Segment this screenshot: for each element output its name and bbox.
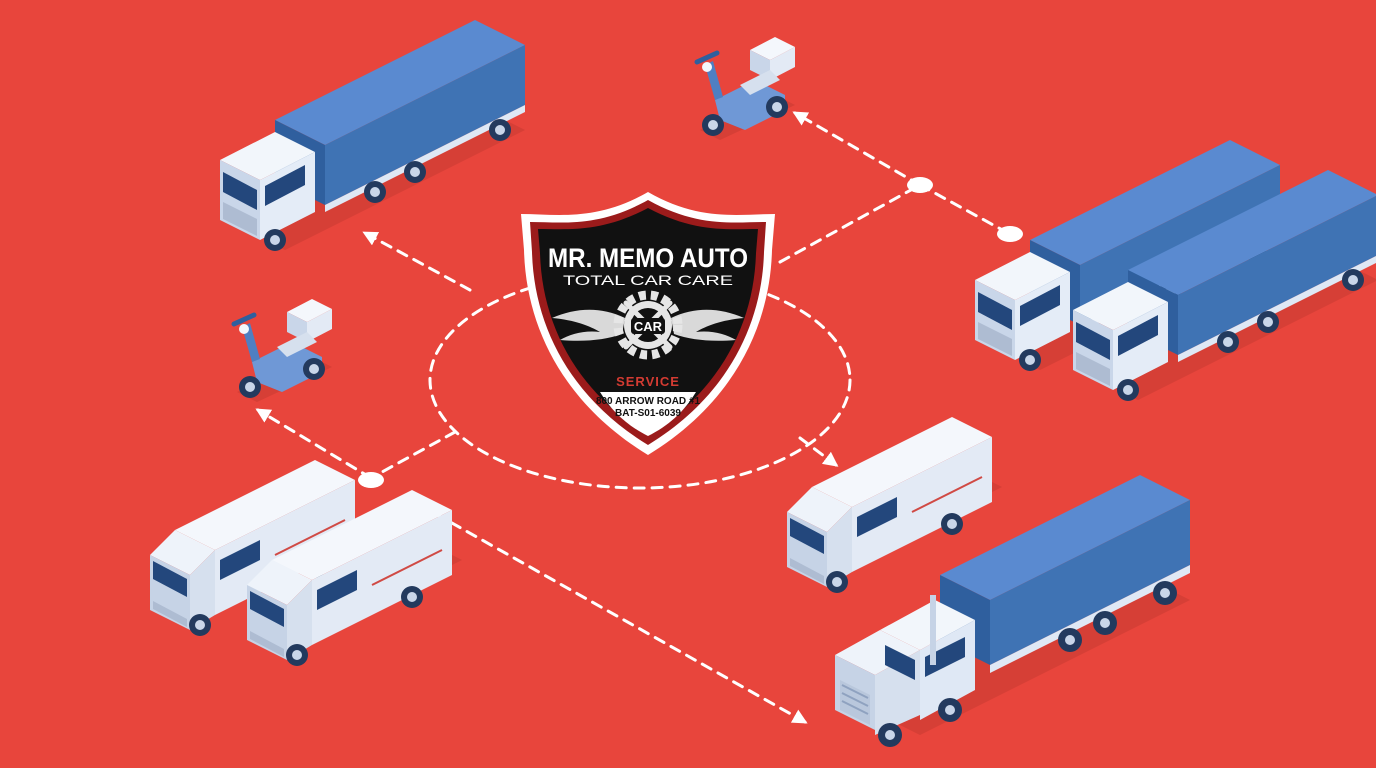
- box-truck-top-left-icon: [220, 20, 525, 251]
- badge-title: MR. MEMO AUTO: [548, 243, 748, 273]
- route-to-semi-truck: [418, 503, 808, 724]
- network-ring: [428, 270, 852, 490]
- junction-node-left: [358, 472, 384, 488]
- route-ring-to-junction-left: [369, 430, 457, 480]
- route-to-box-truck-top-left: [362, 231, 472, 292]
- junction-node-top: [907, 177, 933, 193]
- badge-phone: BAT-S01-6039: [615, 408, 681, 419]
- route-to-van-right: [798, 436, 839, 467]
- emblem-car-label: CAR: [634, 319, 663, 334]
- route-to-scooter-left: [255, 408, 373, 480]
- logo-badge: CAR MR. MEMO AUTO TOTAL CAR CARE SERVICE…: [521, 192, 775, 455]
- badge-service: SERVICE: [616, 374, 680, 389]
- route-to-box-trucks-right: [918, 183, 1010, 235]
- scooter-top-icon: [697, 37, 795, 140]
- route-to-scooter-top: [792, 111, 922, 187]
- badge-subtitle: TOTAL CAR CARE: [563, 272, 733, 288]
- right-wing-icon: [671, 309, 744, 341]
- badge-address: 800 ARROW ROAD #1: [596, 396, 701, 407]
- scooter-left-icon: [234, 299, 332, 402]
- route-lines: [255, 111, 1010, 724]
- route-ring-to-junction-top: [778, 183, 922, 264]
- left-wing-icon: [552, 309, 625, 341]
- junction-node-right: [997, 226, 1023, 242]
